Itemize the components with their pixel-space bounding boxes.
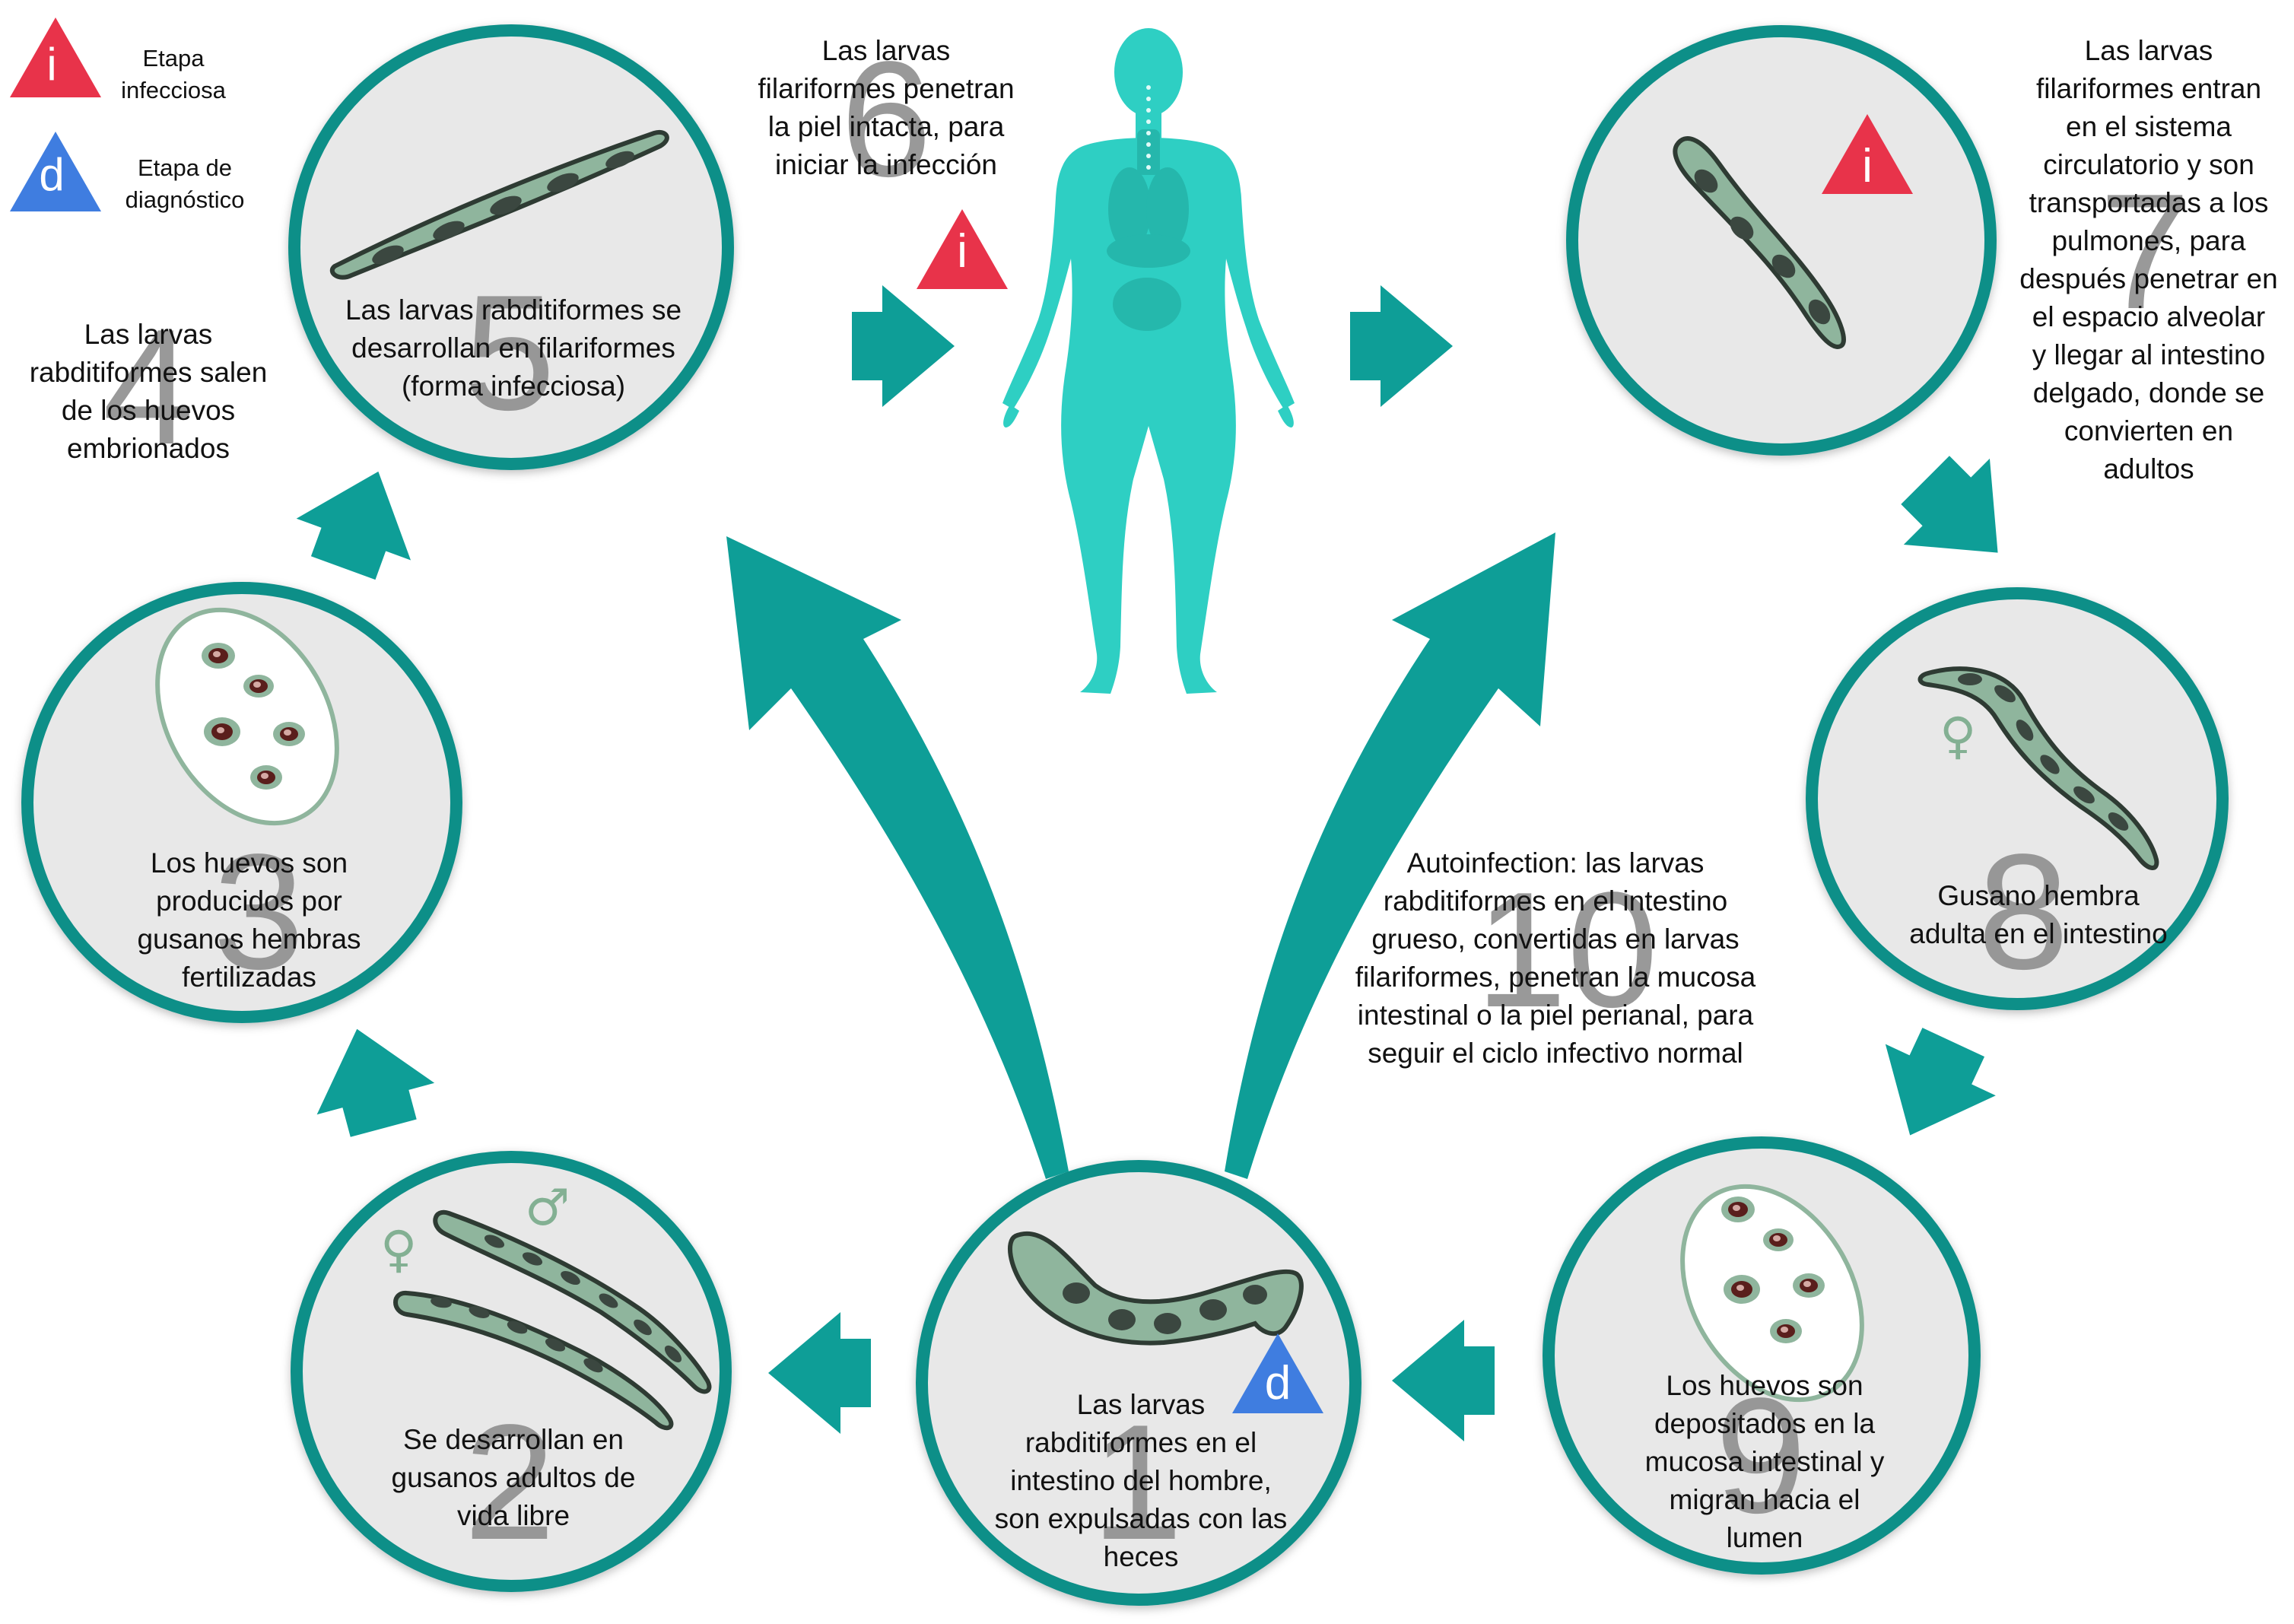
- egg: [1763, 1228, 1794, 1251]
- stage-number-3: 3: [212, 819, 305, 1003]
- stage3-description: Los huevos son producidos por gusanos he…: [137, 847, 361, 993]
- stage-number-1: 1: [1091, 1390, 1184, 1574]
- legend-diagnostic-label: Etapa de diagnóstico: [125, 154, 245, 213]
- legend-diagnostic-symbol: d: [39, 149, 65, 200]
- egg: [1724, 1275, 1760, 1304]
- legend-infectious-marker: [10, 17, 101, 97]
- arrow-3-to-4: [296, 471, 411, 580]
- stage9-description: Los huevos son depositados en la mucosa …: [1644, 1370, 1885, 1553]
- egg: [273, 722, 305, 746]
- stage-number-9: 9: [1714, 1363, 1807, 1547]
- egg: [1793, 1273, 1825, 1298]
- rhabditiform-larva-stage1: [1008, 1231, 1304, 1346]
- egg-sac-stage3: [155, 607, 339, 826]
- adult-female-worm-stage2: [393, 1290, 674, 1431]
- egg: [1770, 1319, 1802, 1343]
- arrow-9-to-1: [1392, 1320, 1495, 1441]
- arrow-5-to-6: [852, 285, 955, 407]
- arrow-1-to-2: [768, 1312, 871, 1434]
- large-arrow-autoinfection: [1225, 532, 1555, 1179]
- stage-number-5: 5: [463, 260, 556, 444]
- adult-male-worm-stage2: [433, 1209, 712, 1394]
- stage7-marker-symbol: i: [1862, 140, 1873, 192]
- stage-number-2: 2: [463, 1390, 556, 1574]
- human-internal-organs: [1107, 129, 1190, 331]
- arrow-2-to-3: [316, 1028, 435, 1137]
- stage4-description: Las larvas rabditiformes salen de los hu…: [29, 319, 268, 464]
- stage-circle-2: [291, 1151, 732, 1592]
- stage8-description: Gusano hembra adulta en el intestino: [1909, 880, 2168, 949]
- stage2-description: Se desarrollan en gusanos adultos de vid…: [391, 1424, 636, 1531]
- egg-sac-stage9: [1680, 1184, 1864, 1403]
- egg: [243, 675, 274, 698]
- stage-number-8: 8: [1977, 819, 2070, 1003]
- stage-number-6: 6: [840, 27, 933, 211]
- arrow-8-to-9: [1885, 1028, 1996, 1136]
- female-symbol-stage2: ♀: [380, 1220, 418, 1279]
- stage10-description: Autoinfection: las larvas rabditiformes …: [1355, 847, 1756, 1069]
- male-symbol-stage2: ♂: [525, 1178, 570, 1237]
- egg: [250, 765, 282, 790]
- stage-number-7: 7: [2099, 159, 2191, 343]
- large-arrow-free-living-cycle: [726, 536, 1069, 1179]
- female-symbol-stage8: ♀: [1940, 707, 1977, 765]
- stage5-description: Las larvas rabditiformes se desarrollan …: [345, 294, 682, 402]
- stage1-description: Las larvas rabditiformes en el intestino…: [994, 1389, 1288, 1572]
- filariform-larva-stage7: [1673, 136, 1846, 349]
- egg: [202, 643, 235, 669]
- arrow-6-to-7: [1350, 285, 1453, 407]
- stage6-marker-symbol: i: [957, 225, 967, 278]
- filariform-larva-stage5: [329, 129, 669, 280]
- human-spine-dots: [1146, 85, 1151, 170]
- stage1-marker-symbol: d: [1264, 1357, 1292, 1409]
- stage7-description: Las larvas filariformes entran en el sis…: [2019, 35, 2278, 485]
- stage-circle-5: [288, 24, 734, 470]
- egg: [204, 717, 240, 746]
- stage-number-4: 4: [102, 294, 195, 478]
- stage-number-10: 10: [1475, 857, 1659, 1041]
- stage1-diagnostic-marker: [1232, 1333, 1323, 1413]
- stage-circle-8: [1806, 587, 2229, 1010]
- adult-female-worm-stage8: [1917, 666, 2159, 870]
- human-body-silhouette: [1002, 28, 1295, 694]
- legend-infectious-symbol: i: [46, 39, 57, 90]
- legend-diagnostic-marker: [10, 132, 101, 211]
- stage6-infectious-marker: [917, 209, 1008, 289]
- stage7-infectious-marker: [1822, 114, 1913, 194]
- legend-infectious-label: Etapa infecciosa: [121, 45, 226, 103]
- egg: [1721, 1197, 1755, 1222]
- arrow-7-to-8: [1901, 456, 1998, 553]
- stage6-description: Las larvas filariformes penetran la piel…: [758, 35, 1015, 180]
